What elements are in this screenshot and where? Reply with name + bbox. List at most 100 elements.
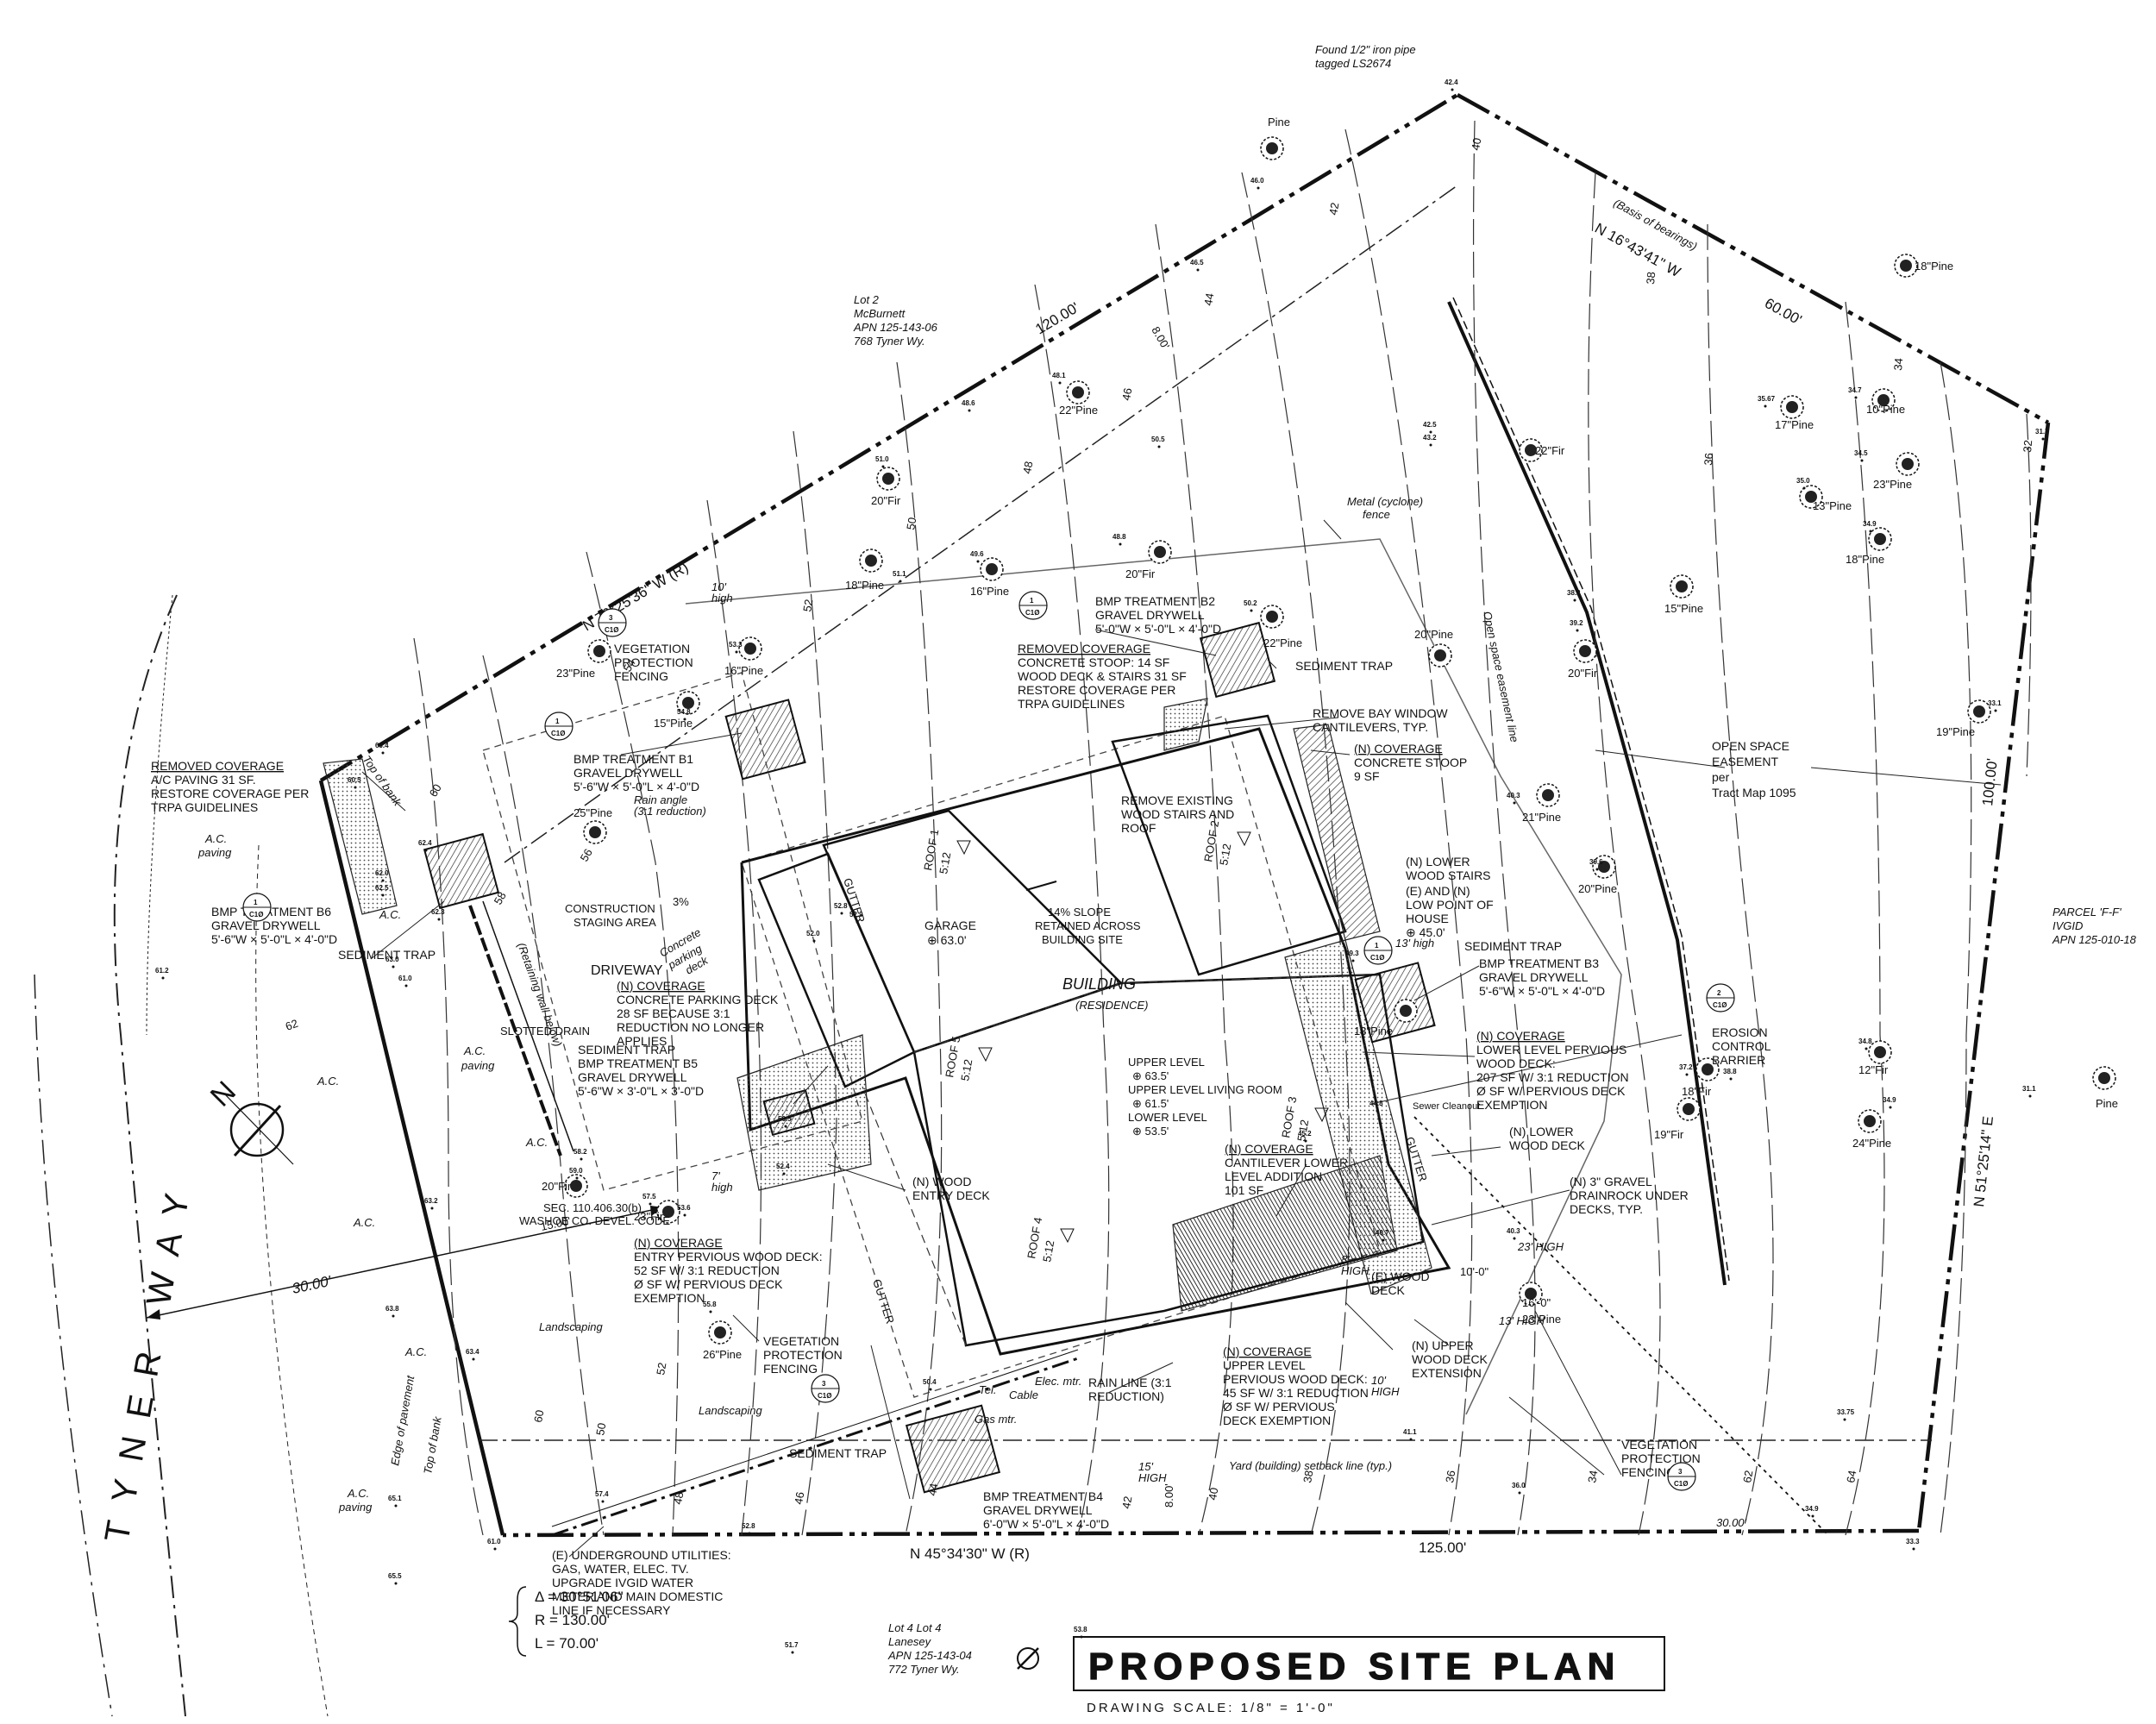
spot-marker bbox=[1119, 542, 1122, 546]
spot-elevation: 34.9 bbox=[1805, 1505, 1819, 1513]
note-dim-b: 16'-0" bbox=[1522, 1296, 1551, 1309]
tree-symbol: 23"Fir bbox=[634, 1200, 680, 1224]
tree-label: 23"Pine bbox=[556, 667, 595, 680]
label-sewer: Sewer Cleanout bbox=[1413, 1101, 1480, 1112]
spot-elevations: 42.446.046.548.148.650.551.051.149.648.8… bbox=[155, 78, 2049, 1654]
spot-marker bbox=[1513, 1237, 1516, 1240]
spot-elevation: 37.2 bbox=[1679, 1063, 1693, 1071]
note-high10-line: 10' bbox=[711, 580, 726, 593]
spot-elevation: 50.4 bbox=[923, 1378, 937, 1386]
spot-marker bbox=[1157, 445, 1161, 448]
tree-trunk bbox=[1400, 1005, 1412, 1017]
spot-elevation: 34.8 bbox=[1858, 1038, 1872, 1045]
tree-label: 19"Pine bbox=[1936, 725, 1975, 738]
spot-elevation: 62.3 bbox=[431, 908, 445, 916]
dist-nw: 120.00' bbox=[1032, 299, 1081, 338]
tree-label: 18"Pine bbox=[1915, 260, 1953, 273]
label-residence: (RESIDENCE) bbox=[1075, 999, 1149, 1012]
contour-label: 38 bbox=[1300, 1470, 1315, 1484]
note-bmp-b2-line: GRAVEL DRYWELL bbox=[1095, 608, 1205, 622]
label-edge-pave: Edge of pavement bbox=[388, 1374, 417, 1467]
spot-marker bbox=[784, 1125, 787, 1128]
spot-marker bbox=[929, 1388, 932, 1391]
tree-symbol: 23"Pine bbox=[1873, 452, 1920, 491]
roof-arrow bbox=[1314, 1107, 1329, 1123]
spot-elevation: 52.0 bbox=[806, 930, 820, 937]
spot-marker bbox=[493, 1547, 497, 1551]
tree-symbol: 15"Pine bbox=[654, 691, 700, 730]
spot-marker bbox=[1869, 530, 1872, 533]
note-high15-line: HIGH bbox=[1138, 1471, 1167, 1484]
note-lower-pervious-line: EXEMPTION bbox=[1476, 1098, 1547, 1112]
spot-elevation: 42.4 bbox=[1445, 78, 1458, 86]
label-driveway: DRIVEWAY bbox=[591, 963, 663, 978]
spot-elevation: 51.0 bbox=[875, 455, 889, 463]
spot-elevation: 53.3 bbox=[729, 641, 743, 649]
spot-elevation: 35.67 bbox=[1758, 395, 1776, 403]
spot-elevation: 48.8 bbox=[1112, 533, 1126, 541]
spot-elevation: 46.0 bbox=[1250, 177, 1264, 185]
note-high10b-line: HIGH bbox=[1371, 1385, 1400, 1398]
note-erosion-line: EROSION bbox=[1712, 1025, 1768, 1039]
spot-marker bbox=[1058, 381, 1062, 385]
street-name-text: TYNER WAY bbox=[98, 1172, 200, 1545]
note-stairs-remove-line: REMOVE EXISTING bbox=[1121, 793, 1233, 807]
tree-label: 16"Pine bbox=[970, 585, 1009, 598]
note-bmp-b3-line: BMP TREATMENT B3 bbox=[1479, 956, 1599, 970]
drywell-b4 bbox=[905, 1404, 1001, 1494]
spot-marker bbox=[748, 1532, 751, 1535]
note-bmp-b2-line: BMP TREATMENT B2 bbox=[1095, 594, 1215, 608]
tree-label: 20"Fir bbox=[1125, 567, 1156, 580]
note-utilities-line: GAS, WATER, ELEC. TV. bbox=[552, 1562, 689, 1576]
tree-label: 20"Fir bbox=[542, 1180, 572, 1193]
note-sed-trap4: SEDIMENT TRAP bbox=[789, 1446, 887, 1460]
label-ac4: A.C. bbox=[353, 1216, 375, 1229]
drywell-b2 bbox=[1199, 621, 1276, 699]
iron-pipe-note-line: tagged LS2674 bbox=[1315, 57, 1391, 70]
spot-elevation: 61.2 bbox=[155, 967, 169, 975]
tree-trunk bbox=[865, 555, 877, 567]
note-high7-line: high bbox=[711, 1181, 733, 1194]
spot-elevation: 34.9 bbox=[1863, 520, 1877, 528]
note-removed-ac-line: A/C PAVING 31 SF. bbox=[151, 773, 256, 787]
spot-elevation: 52.8 bbox=[742, 1522, 755, 1530]
note-bmp-b4-line: GRAVEL DRYWELL bbox=[983, 1503, 1093, 1517]
tree-trunk bbox=[986, 563, 998, 575]
note-parking-cov-line: REDUCTION NO LONGER bbox=[617, 1020, 764, 1034]
neighbor-lot2-line: 768 Tyner Wy. bbox=[854, 335, 925, 348]
contour-label: 46 bbox=[792, 1491, 806, 1506]
label-yard: Yard (building) setback line (typ.) bbox=[1229, 1459, 1392, 1472]
contour-label: 36 bbox=[1702, 453, 1715, 467]
spot-marker bbox=[1513, 801, 1516, 805]
tree-symbol: 16"Pine bbox=[724, 636, 763, 677]
note-veg3-line: VEGETATION bbox=[1621, 1438, 1697, 1451]
note-upper-ext-line: (N) UPPER bbox=[1412, 1338, 1474, 1352]
spot-marker bbox=[392, 1314, 395, 1318]
spot-elevation: 31.7 bbox=[2035, 428, 2049, 436]
note-utilities-line: (E) UNDERGROUND UTILITIES: bbox=[552, 1548, 731, 1562]
note-removed-stoop-line: CONCRETE STOOP: 14 SF bbox=[1018, 655, 1169, 669]
tree-trunk bbox=[589, 826, 601, 838]
note-high8: 8'HIGH bbox=[1341, 1253, 1369, 1277]
note-veg1-line: FENCING bbox=[614, 669, 668, 683]
title-main: PROPOSED SITE PLAN bbox=[1088, 1646, 1620, 1688]
spot-marker bbox=[683, 718, 686, 721]
note-high13b: 13' HIGH bbox=[1499, 1314, 1545, 1327]
tree-label: 20"Pine bbox=[1578, 882, 1617, 895]
dist-east: 100.00' bbox=[1979, 757, 2001, 806]
tree-trunk bbox=[1266, 611, 1278, 623]
tree-symbol: 23"Pine bbox=[1519, 1282, 1561, 1326]
note-cantilever-line: CANTILEVER LOWER bbox=[1225, 1156, 1348, 1169]
neighbor-lot4-line: Lanesey bbox=[888, 1635, 932, 1648]
spot-marker bbox=[1250, 609, 1253, 612]
tree-symbol: 24"Pine bbox=[1852, 1109, 1891, 1150]
spot-elevation: 52.8 bbox=[834, 902, 848, 910]
